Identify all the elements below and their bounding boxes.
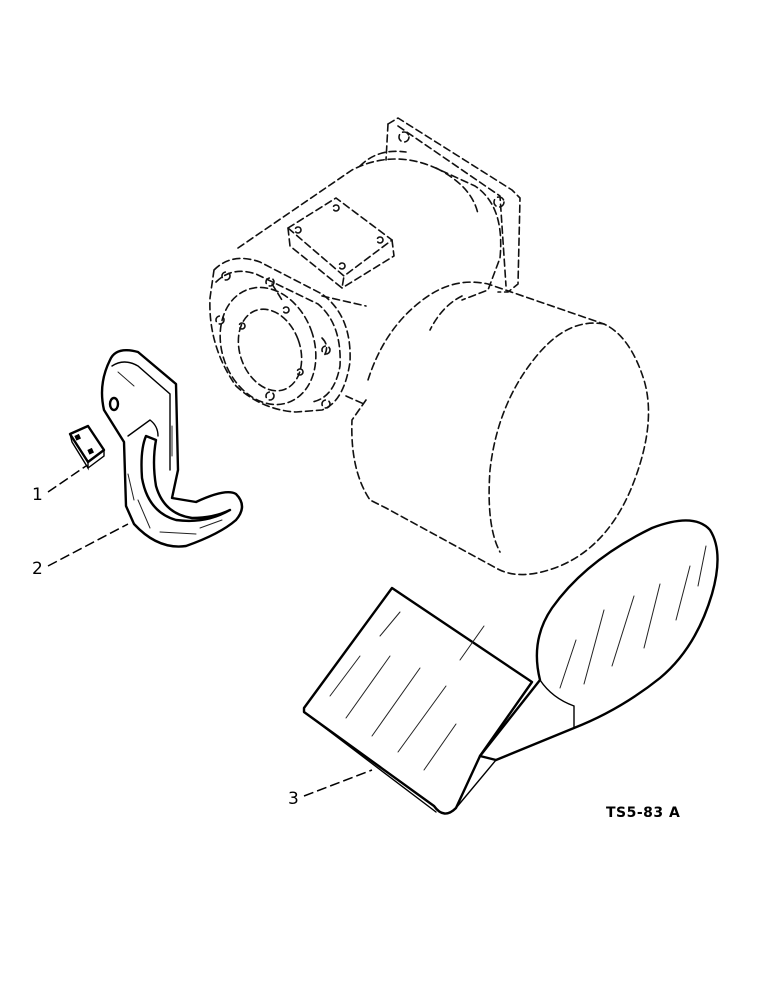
callout-leaders bbox=[47, 465, 373, 797]
part-2-bracket bbox=[100, 349, 244, 548]
callout-3: 3 bbox=[288, 789, 299, 809]
part-3-pedal bbox=[302, 519, 719, 815]
pedal-foot-pad bbox=[478, 519, 719, 762]
figure-reference-code: TS5-83 A bbox=[606, 805, 680, 821]
phantom-transmission-assembly bbox=[209, 117, 650, 576]
phantom-front-flange bbox=[209, 257, 351, 413]
leader-1 bbox=[47, 465, 87, 493]
callout-2: 2 bbox=[32, 559, 43, 579]
part-1-plate bbox=[68, 424, 106, 471]
phantom-motor-drum bbox=[351, 281, 650, 576]
phantom-housing bbox=[237, 158, 502, 301]
leader-2 bbox=[47, 523, 129, 567]
pedal-ramp-plate bbox=[302, 586, 534, 815]
phantom-mounting-flange bbox=[387, 117, 521, 293]
bracket-slot bbox=[140, 434, 232, 523]
leader-3 bbox=[303, 769, 373, 797]
callout-1: 1 bbox=[32, 485, 43, 505]
